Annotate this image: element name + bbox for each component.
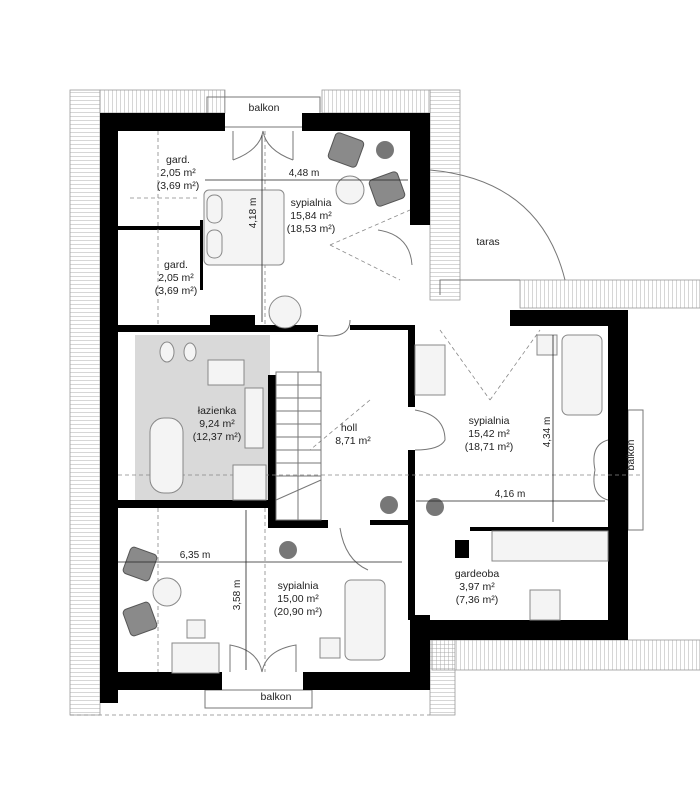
balcony-right-label: balkon [625, 439, 637, 470]
room-name: holl [341, 422, 357, 434]
room-area-total: (20,90 m²) [274, 606, 322, 618]
armchair-3 [122, 546, 158, 582]
doors [229, 130, 609, 673]
bathtub [149, 417, 184, 494]
room-bedroom-top: sypialnia 15,84 m² (18,53 m²) [287, 197, 335, 235]
room-area-total: (3,69 m²) [157, 180, 200, 192]
room-area: 15,84 m² [290, 210, 332, 222]
shower [232, 464, 267, 501]
room-area: 9,24 m² [199, 418, 235, 430]
plant-2 [380, 496, 398, 514]
plant-1 [376, 141, 394, 159]
room-area: 15,00 m² [277, 593, 319, 605]
armchair-4 [122, 601, 158, 637]
dim-right-height: 4,34 m [542, 417, 553, 448]
sinks [244, 387, 264, 449]
room-area: 15,42 m² [468, 428, 510, 440]
room-area: 2,05 m² [158, 272, 194, 284]
room-name: gard. [166, 154, 190, 166]
bidet [183, 342, 197, 362]
balcony-bottom [204, 689, 313, 709]
room-area: 3,97 m² [459, 581, 495, 593]
plant-4 [279, 541, 297, 559]
armchair-1 [327, 132, 365, 168]
room-area-total: (18,71 m²) [465, 441, 513, 453]
room-dressing: gardeoba 3,97 m² (7,36 m²) [455, 568, 500, 606]
bed-top [203, 189, 285, 266]
bed-right [561, 334, 603, 416]
dim-top-width: 4,48 m [289, 168, 320, 179]
toilet [159, 341, 175, 363]
dim-top-height: 4,18 m [248, 198, 259, 229]
room-name: sypialnia [469, 415, 510, 427]
room-area-total: (18,53 m²) [287, 223, 335, 235]
room-bathroom: łazienka 9,24 m² (12,37 m²) [193, 405, 241, 443]
table-top [335, 175, 365, 205]
furniture [122, 132, 609, 674]
room-bedroom-right: sypialnia 15,42 m² (18,71 m²) [465, 415, 513, 453]
balcony-bottom-label: balkon [261, 691, 292, 703]
terrace-label: taras [476, 236, 499, 248]
room-hall: holl 8,71 m² [335, 422, 371, 447]
room-bedroom-bottom: sypialnia 15,00 m² (20,90 m²) [274, 580, 322, 618]
room-area-total: (7,36 m²) [456, 594, 499, 606]
armchair-2 [368, 171, 406, 207]
room-name: gardeoba [455, 568, 500, 580]
balcony-top-label: balkon [249, 102, 280, 114]
terrace-outline [429, 169, 566, 281]
room-area: 8,71 m² [335, 435, 371, 447]
table-bottom [152, 577, 182, 607]
room-wardrobe-1: gard. 2,05 m² (3,69 m²) [157, 154, 200, 192]
desk-bottom [171, 642, 220, 674]
room-area-total: (3,69 m²) [155, 285, 198, 297]
room-name: sypialnia [278, 580, 319, 592]
balcony-top [206, 96, 321, 128]
dimension-lines [118, 135, 605, 670]
room-wardrobe-2: gard. 2,05 m² (3,69 m²) [155, 259, 198, 297]
plant-3 [426, 498, 444, 516]
dim-right-width: 4,16 m [495, 489, 526, 500]
desk-right [414, 344, 446, 396]
sofa-bottom [344, 579, 386, 661]
staircase [275, 371, 322, 521]
room-area-total: (12,37 m²) [193, 431, 241, 443]
roof-eaves [69, 89, 700, 716]
table-small [268, 295, 302, 329]
room-name: gard. [164, 259, 188, 271]
dim-bottom-width: 6,35 m [180, 550, 211, 561]
room-name: łazienka [198, 405, 237, 417]
room-name: sypialnia [291, 197, 332, 209]
room-area: 2,05 m² [160, 167, 196, 179]
dim-bottom-height: 3,58 m [232, 580, 243, 611]
